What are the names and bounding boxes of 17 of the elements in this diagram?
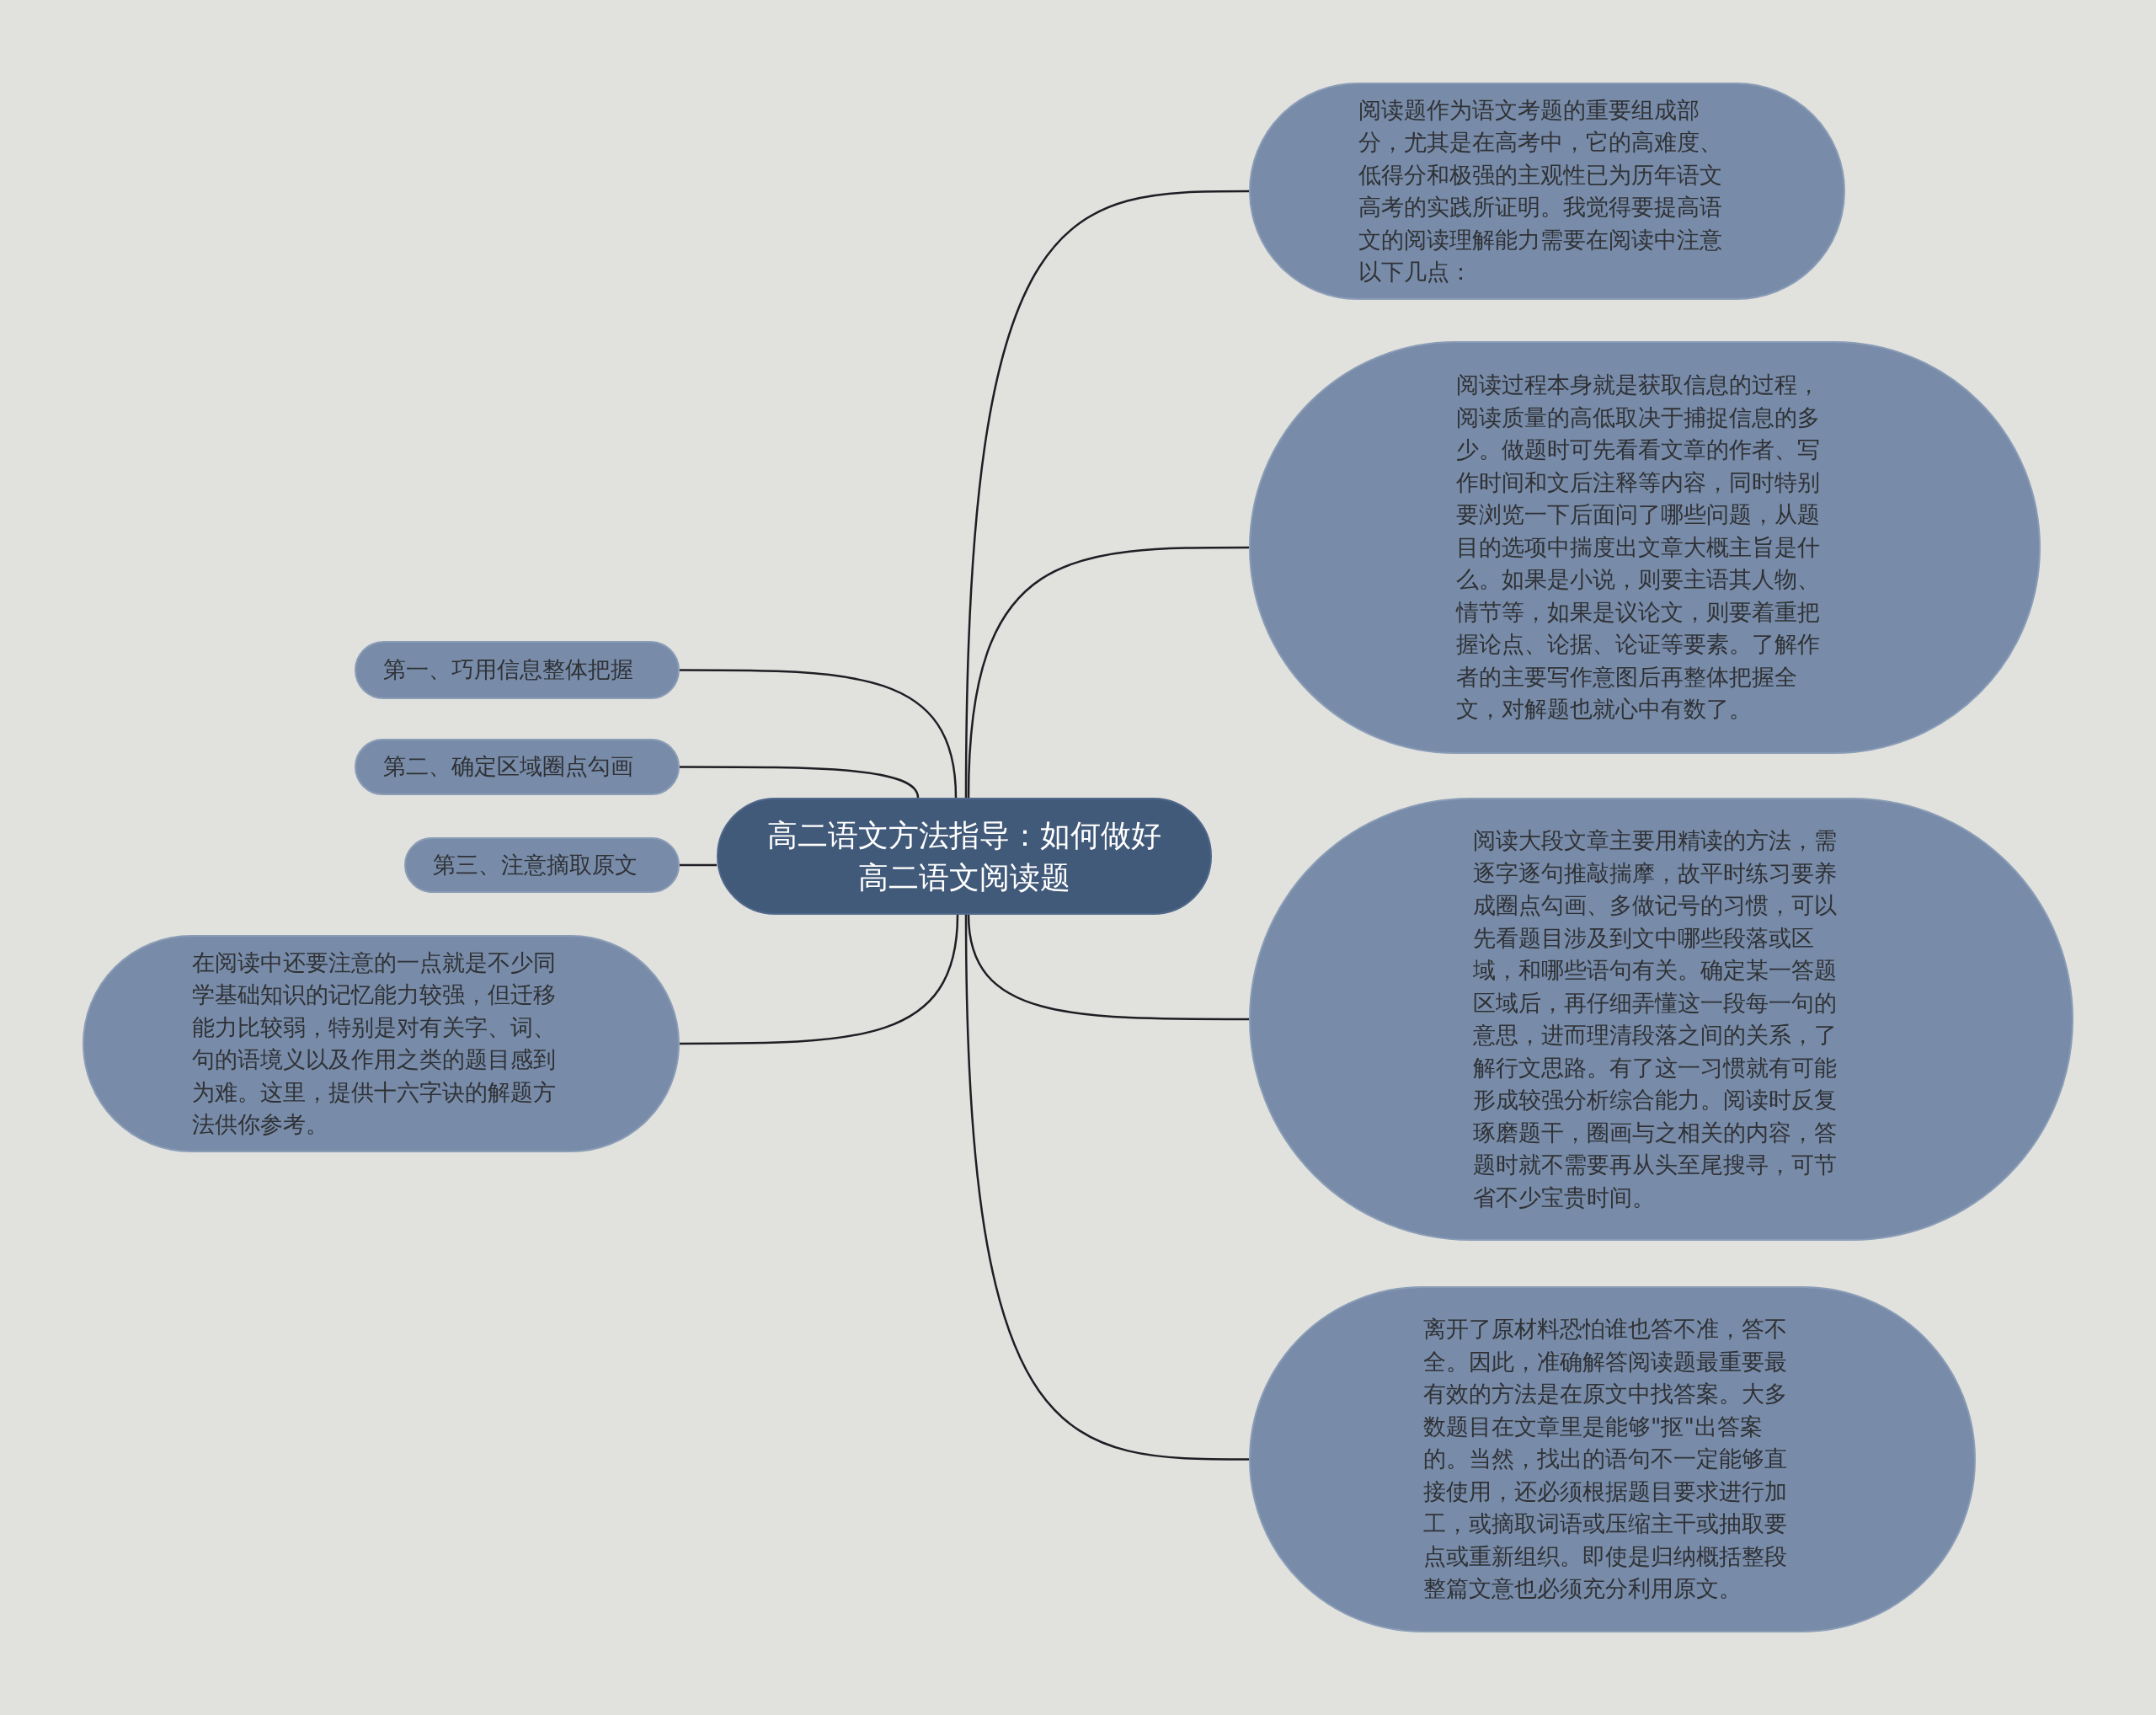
topic-text: 第二、确定区域圈点勾画 [383, 752, 634, 782]
topic-text: 阅读大段文章主要用精读的方法，需逐字逐句推敲揣摩，故平时练习要养成圈点勾画、多做记号的习惯，可以先看题目涉及到文中哪些段落或区域，和哪些语句有关。确定某一答题区域后，再仔细弄懂这一段每一句的意思，进而理清段落之间的关系，了解行文思路。有了这一习惯就有可能形成较强分析综合能力。阅读时反复琢磨题干，圈画与之相关的内容，答题时就不需要再从头至尾搜寻，可节省不少宝贵时间。 [1473, 826, 1838, 1212]
connector [680, 914, 959, 1045]
topic-text: 在阅读中还要注意的一点就是不少同学基础知识的记忆能力较强，但迁移能力比较弱，特别是对有关字、词、句的语境义以及作用之类的题目感到为难。这里，提供十六字诀的解题方法供你参考。 [192, 948, 557, 1139]
connector [964, 190, 1249, 798]
topic-text: 第三、注意摘取原文 [433, 850, 638, 879]
connector [680, 766, 920, 799]
topic-text: 第一、巧用信息整体把握 [383, 655, 634, 685]
topic-text: 离开了原材料恐怕谁也答不准，答不全。因此，准确解答阅读题最重要最有效的方法是在原文中找答案。大多数题目在文章里是能够"抠"出答案的。当然，找出的语句不一定能够直接使用，还必须根据题目要求进行加工，或摘取词语或压缩主干或抽取要点或重新组织。即使是归纳概括整段整篇文意也必须充分利用原文。 [1423, 1315, 1788, 1604]
connector [680, 863, 717, 867]
topic-title: 高二语文方法指导：如何做好高二语文阅读题 [766, 816, 1162, 896]
topic-text: 阅读过程本身就是获取信息的过程，阅读质量的高低取决于捕捉信息的多少。做题时可先看看文章的作者、写作时间和文后注释等内容，同时特别要浏览一下后面问了哪些问题，从题目的选项中揣度出文章大概主旨是什么。如果是小说，则要主语其人物、情节等，如果是议论文，则要着重把握论点、论据、论证等要素。了解作者的主要写作意图后再整体把握全文，对解题也就心中有数了。 [1456, 371, 1821, 724]
connector [967, 914, 1249, 1021]
connector [967, 546, 1249, 799]
connector [680, 669, 958, 799]
connector [964, 914, 1249, 1461]
topic-text: 阅读题作为语文考题的重要组成部分，尤其是在高考中，它的高难度、低得分和极强的主观性已为历年语文高考的实践所证明。我觉得要提高语文的阅读理解能力需要在阅读中注意以下几点： [1358, 95, 1723, 286]
